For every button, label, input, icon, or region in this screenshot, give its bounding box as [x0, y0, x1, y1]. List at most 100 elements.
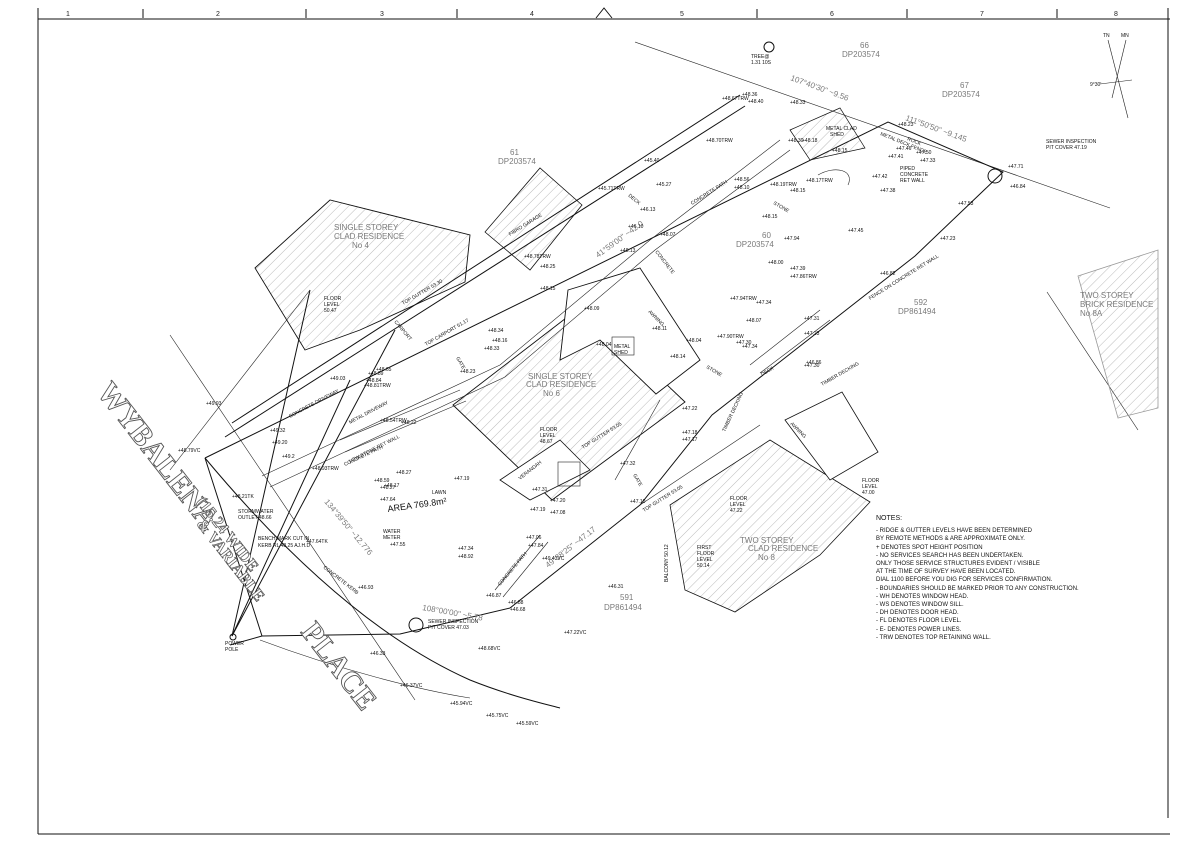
spot-height: +48.54TRW [380, 418, 407, 424]
residence-no-4 [254, 199, 471, 351]
sewer-label: PIT COVER 47.19 [1046, 145, 1087, 151]
tree-label: TREE@ [751, 54, 769, 60]
svg-text:9°30': 9°30' [1090, 82, 1101, 88]
lot-id: 66 [860, 41, 869, 50]
spot-height: +45.94VC [450, 701, 473, 707]
grid-number: 6 [830, 11, 834, 18]
sewer-label: SEWER INSPECTION [1046, 139, 1097, 145]
spot-height: +47.38 [880, 188, 896, 194]
spot-height: +45.40 [644, 158, 660, 164]
grid-ticks [142, 7, 1058, 19]
wall-label: PIPED [900, 166, 915, 172]
spot-height: +46.87 [486, 593, 502, 599]
spot-height: +48.33 [790, 100, 806, 106]
sewer-label: PIT COVER 47.03 [428, 625, 469, 631]
lot-id: 67 [960, 81, 969, 90]
lot-dp: DP861494 [898, 307, 936, 316]
grid-numbers: 1 2 3 4 5 6 7 8 [66, 11, 1118, 18]
spot-height: +48.15 [832, 148, 848, 154]
tree-label: 1.31 10S [751, 60, 772, 66]
grid-number: 2 [216, 11, 220, 18]
note-line: - DH DENOTES DOOR HEAD. [876, 610, 959, 617]
note-line: - E- DENOTES POWER LINES. [876, 626, 962, 633]
spot-height: +48.59 [374, 478, 390, 484]
spot-height: +47.23 [804, 331, 820, 337]
bench-mark-label: KERB RL 48.25 AJ.H.D [258, 543, 310, 549]
spot-height: +48.33 [484, 346, 500, 352]
spot-height: +47.71 [1008, 164, 1024, 170]
spot-heights: +48.67TRW+48.40+48.36+48.33+48.70TRW+48.… [178, 92, 1026, 727]
decking-label: TIMBER DECKING [820, 361, 860, 388]
note-line: DIAL 1100 BEFORE YOU DIG FOR SERVICES CO… [876, 577, 1053, 584]
spot-height: +47.06 [526, 535, 542, 541]
spot-height: +47.86TRW [790, 274, 817, 280]
spot-height: +48.16 [492, 338, 508, 344]
spot-height: +47.31 [532, 487, 548, 493]
spot-height: +48.65 [376, 367, 392, 373]
building-label: No 8 [758, 553, 775, 562]
concrete-path-label: CONCRETE PATH [497, 551, 529, 587]
sheet-border [37, 8, 1170, 835]
building-label: No 4 [352, 241, 369, 250]
spot-height: +47.42 [872, 174, 888, 180]
spot-height: +49.93 [206, 401, 222, 407]
building-label: SINGLE STOREY [334, 223, 399, 232]
stone-wall-label: LOW STONE RET WALL [348, 434, 401, 465]
spot-height: +47.34 [458, 546, 474, 552]
lot-dp: DP203574 [842, 50, 880, 59]
spot-height: +48.04 [596, 342, 612, 348]
floor-level-label: LEVEL [540, 433, 556, 439]
spot-height: +48.23 [460, 369, 476, 375]
spot-height: +47.90TRW [717, 334, 744, 340]
metal-shed-icon [611, 336, 635, 356]
spot-height: +48.04 [686, 338, 702, 344]
floor-level-label: FLOOR [730, 496, 748, 502]
spot-height: +48.07 [746, 318, 762, 324]
svg-text:MN: MN [1121, 33, 1129, 39]
spot-height: +48.13 [620, 248, 636, 254]
spot-height: +47.50 [916, 150, 932, 156]
tree-icon [763, 41, 775, 53]
spot-height: +47.34 [756, 300, 772, 306]
spot-height: +47.34 [742, 344, 758, 350]
rock-label: ROCK [906, 136, 922, 147]
shed-label: SHED [614, 350, 628, 356]
lot-id: 61 [510, 148, 519, 157]
spot-height: +47.19 [454, 476, 470, 482]
notes-list: - RIDGE & GUTTER LEVELS HAVE BEEN DETERM… [876, 527, 1116, 642]
residence-no-6 [452, 267, 701, 501]
lot-area: AREA 769.8m² [387, 496, 447, 514]
note-line: BY REMOTE METHODS & ARE APPROXIMATE ONLY… [876, 536, 1025, 543]
spot-height: +47.94 [784, 236, 800, 242]
spot-height: +48.79VC [178, 448, 201, 454]
spot-height: +48.21TK [232, 494, 254, 500]
grid-number: 7 [980, 11, 984, 18]
lot-dp: DP861494 [604, 603, 642, 612]
shed-label: METAL CLAD [826, 126, 857, 132]
spot-height: +48.00 [768, 260, 784, 266]
building-label: SINGLE STOREY [528, 372, 593, 381]
spot-height: +47.53 [958, 201, 974, 207]
kerb-label: CONCRETE KERB [322, 565, 360, 597]
lot-dp: DP203574 [736, 240, 774, 249]
sewer-pit-icon [987, 168, 1003, 184]
spot-height: +47.17 [682, 437, 698, 443]
spot-height: +48.84 [366, 378, 382, 384]
floor-level-label: FLOOR [862, 478, 880, 484]
note-line: + DENOTES SPOT HEIGHT POSITION [876, 544, 983, 551]
spot-height: +47.64 [380, 497, 396, 503]
spot-height: +48.15 [762, 214, 778, 220]
lot-id: 592 [914, 298, 928, 307]
gate-label: GATE [631, 473, 643, 488]
floor-level-label: FLOOR [540, 427, 558, 433]
wall-label: CONCRETE [900, 172, 929, 178]
spot-height: +47.22VC [564, 630, 587, 636]
spot-height: +47.30 [804, 363, 820, 369]
spot-height: +48.34 [488, 328, 504, 334]
spot-height: +48.19TRW [770, 182, 797, 188]
fence-label: FENCE ON CONCRETE RET WALL [868, 253, 940, 301]
road-kerb [204, 457, 561, 709]
power-lines [169, 289, 396, 637]
sewer-label: SEWER INSPECTION [428, 619, 479, 625]
spot-height: +46.93 [358, 585, 374, 591]
